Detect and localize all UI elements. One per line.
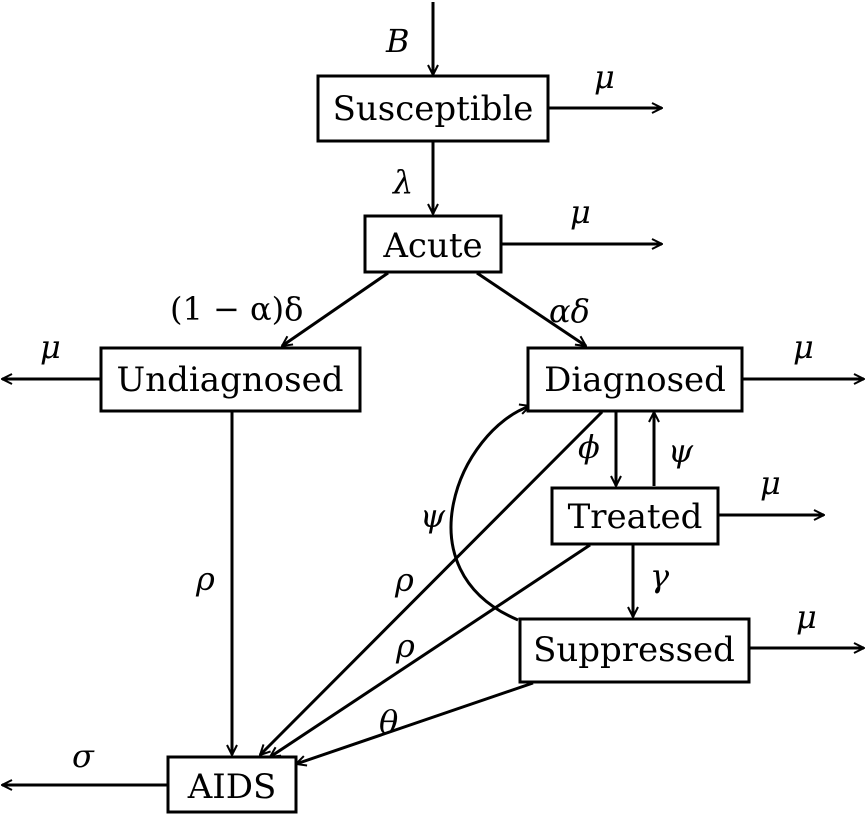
label-lambda: λ <box>391 163 413 201</box>
node-treated-label: Treated <box>568 497 703 537</box>
label-rho-treated: ρ <box>395 627 415 665</box>
edge-diagnosed-to-aids <box>260 410 604 755</box>
label-one-minus-alpha-delta: (1 − α)δ <box>170 290 303 328</box>
label-theta: θ <box>379 703 398 741</box>
label-mu-suppressed: μ <box>796 598 817 636</box>
label-sigma: σ <box>72 737 95 775</box>
edge-suppressed-to-diagnosed <box>449 406 530 622</box>
node-acute-label: Acute <box>382 226 482 266</box>
label-rho-diagnosed: ρ <box>394 561 414 599</box>
label-mu-susceptible: μ <box>594 58 615 96</box>
node-diagnosed: Diagnosed <box>526 346 744 413</box>
node-diagnosed-label: Diagnosed <box>544 360 726 400</box>
label-mu-treated: μ <box>760 464 781 502</box>
label-rho-undiagnosed: ρ <box>195 560 215 598</box>
node-suppressed-label: Suppressed <box>533 630 735 670</box>
edge-acute-to-undiagnosed <box>282 271 389 346</box>
node-aids: AIDS <box>166 755 298 814</box>
rate-labels: B μ λ μ (1 − α)δ αδ μ μ ϕ ψ μ ψ γ ρ ρ μ … <box>40 22 817 775</box>
node-undiagnosed: Undiagnosed <box>99 346 362 413</box>
label-mu-undiagnosed: μ <box>40 328 61 366</box>
edge-treated-to-aids <box>270 543 591 759</box>
label-mu-diagnosed: μ <box>793 328 814 366</box>
label-psi-suppressed: ψ <box>420 497 446 535</box>
label-mu-acute: μ <box>570 193 591 231</box>
edges <box>2 2 864 785</box>
node-suppressed: Suppressed <box>518 617 751 684</box>
node-treated: Treated <box>550 486 720 546</box>
node-undiagnosed-label: Undiagnosed <box>117 360 344 400</box>
node-susceptible-label: Susceptible <box>333 89 534 129</box>
label-alpha-delta: αδ <box>549 292 590 330</box>
node-susceptible: Susceptible <box>316 74 550 143</box>
label-gamma: γ <box>650 557 670 595</box>
node-aids-label: AIDS <box>187 767 277 807</box>
label-phi: ϕ <box>578 428 600 466</box>
edge-suppressed-to-aids <box>296 681 534 764</box>
node-acute: Acute <box>363 214 503 274</box>
label-birth-rate: B <box>385 22 410 60</box>
edge-acute-to-diagnosed <box>476 271 586 348</box>
label-psi-treated: ψ <box>668 432 694 470</box>
